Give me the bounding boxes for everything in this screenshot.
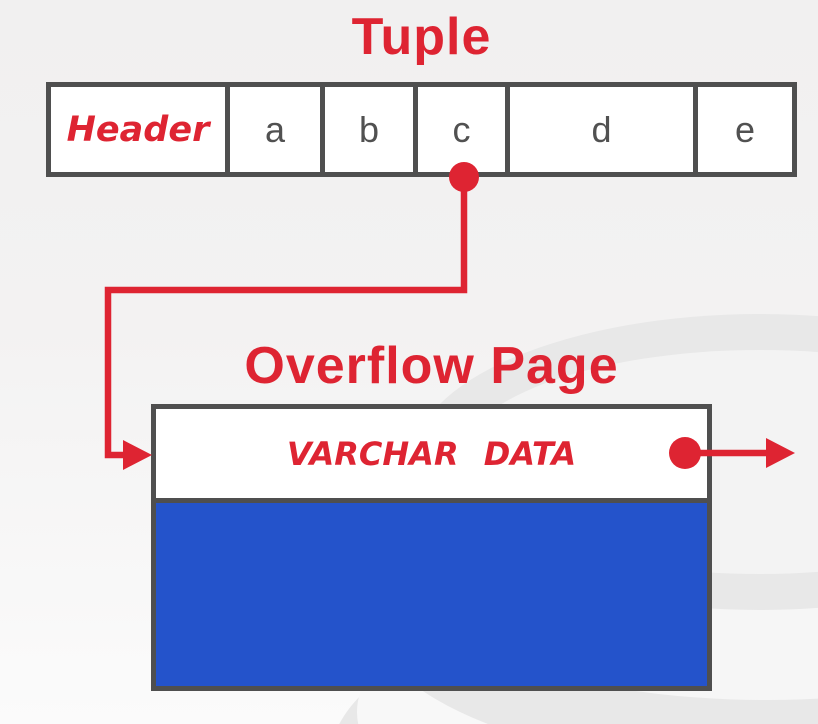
tuple-cell-e: e xyxy=(693,82,797,177)
overflow-page-title: Overflow Page xyxy=(244,337,619,395)
tuple-cell-c-label: c xyxy=(452,108,471,150)
tuple-cell-a: a xyxy=(225,82,325,177)
tuple-cell-b-label: b xyxy=(358,108,380,150)
tuple-row: Header a b c d e xyxy=(46,82,797,177)
tuple-cell-d-label: d xyxy=(591,108,612,150)
tuple-cell-a-label: a xyxy=(264,108,286,150)
tuple-cell-c: c xyxy=(413,82,510,177)
tuple-cell-header: Header xyxy=(46,82,230,177)
varchar-data-label: VARCHAR DATA xyxy=(286,434,577,473)
tuple-cell-d: d xyxy=(505,82,698,177)
tuple-cell-header-label: Header xyxy=(66,109,210,150)
tuple-cell-e-label: e xyxy=(734,108,756,150)
tuple-title: Tuple xyxy=(351,8,492,66)
tuple-cell-b: b xyxy=(320,82,418,177)
overflow-page-box: VARCHAR DATA xyxy=(151,404,712,691)
overflow-varchar-row: VARCHAR DATA xyxy=(156,409,707,503)
overflow-data-area xyxy=(156,503,707,686)
